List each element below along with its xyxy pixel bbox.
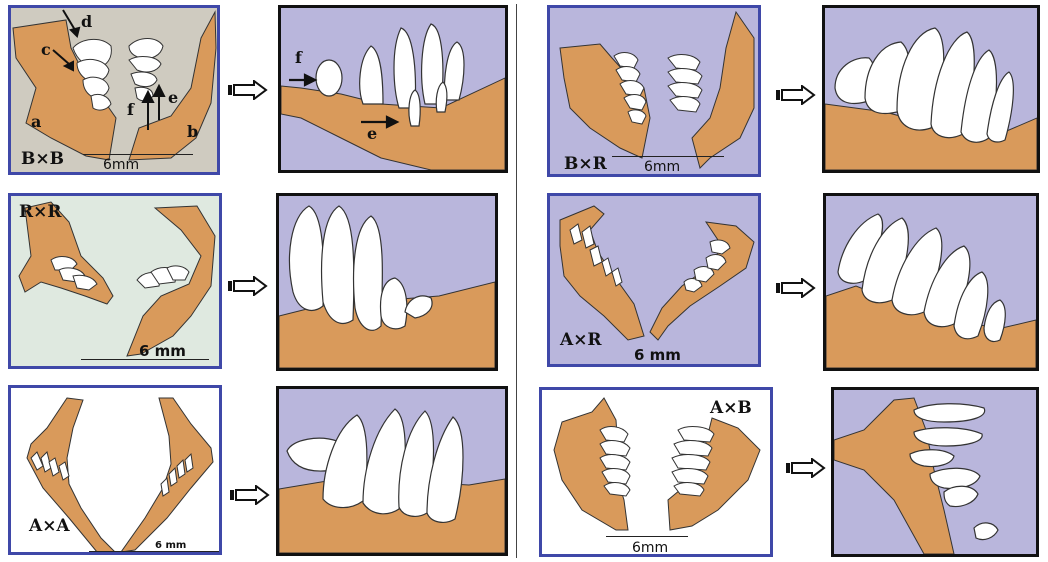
scale-bar bbox=[612, 156, 724, 157]
scale-bar bbox=[83, 154, 193, 155]
label-letter-a: a bbox=[31, 112, 41, 131]
scale-label: 6 mm bbox=[634, 346, 681, 364]
label-letter-d: d bbox=[81, 12, 92, 31]
column-divider bbox=[516, 4, 517, 558]
tooth bbox=[91, 94, 111, 110]
hollow-right-arrow-icon bbox=[228, 276, 268, 296]
scale-bar bbox=[89, 551, 222, 552]
detail-panel-rxr bbox=[276, 193, 498, 371]
scale-label: 6mm bbox=[103, 157, 139, 173]
hollow-right-arrow-icon bbox=[776, 278, 816, 298]
cross-label: B×B bbox=[21, 149, 64, 169]
label-letter-f: f bbox=[127, 100, 134, 119]
left-valve-shape bbox=[560, 206, 644, 340]
specimen-panel-bxb: d c a f e b B×B 6mm bbox=[8, 5, 220, 175]
detail-drawing bbox=[279, 196, 495, 368]
detail-panel-bxb: f e bbox=[278, 5, 508, 173]
detail-letter-e: e bbox=[367, 124, 377, 143]
specimen-panel-rxr: R×R 6 mm bbox=[8, 193, 222, 369]
right-valve-shape bbox=[121, 398, 213, 552]
cross-label: A×R bbox=[560, 330, 602, 350]
cross-label: B×R bbox=[564, 154, 607, 174]
scale-label: 6mm bbox=[632, 540, 668, 556]
scale-label: 6 mm bbox=[139, 342, 186, 360]
hollow-right-arrow-icon bbox=[228, 80, 268, 100]
cross-label: A×A bbox=[29, 516, 70, 536]
detail-panel-axb bbox=[831, 387, 1039, 557]
specimen-panel-bxr: B×R 6mm bbox=[547, 5, 761, 177]
detail-panel-axa bbox=[276, 386, 508, 556]
hollow-right-arrow-icon bbox=[230, 485, 270, 505]
detail-drawing bbox=[834, 390, 1036, 554]
tooth bbox=[129, 57, 161, 72]
specimen-panel-axa: A×A 6 mm bbox=[8, 385, 222, 555]
scale-label: 6mm bbox=[644, 159, 680, 175]
label-letter-e: e bbox=[168, 88, 178, 107]
label-letter-c: c bbox=[41, 40, 51, 59]
detail-drawing bbox=[279, 389, 505, 553]
label-letter-b: b bbox=[187, 122, 198, 141]
scale-bar bbox=[596, 364, 714, 365]
hollow-right-arrow-icon bbox=[786, 458, 826, 478]
detail-letter-f: f bbox=[295, 48, 302, 67]
specimen-panel-axb: A×B 6mm bbox=[539, 387, 773, 557]
hollow-right-arrow-icon bbox=[776, 85, 816, 105]
scale-label: 6 mm bbox=[155, 540, 186, 551]
cross-label: R×R bbox=[19, 202, 62, 222]
specimen-panel-axr: A×R 6 mm bbox=[547, 193, 761, 367]
detail-panel-bxr bbox=[822, 5, 1040, 173]
cross-label: A×B bbox=[710, 398, 752, 418]
detail-drawing bbox=[825, 8, 1037, 170]
detail-drawing bbox=[826, 196, 1036, 368]
specimen-drawing bbox=[11, 8, 217, 172]
scale-bar bbox=[606, 536, 688, 537]
tooth bbox=[129, 39, 163, 59]
tooth bbox=[131, 72, 157, 87]
specimen-drawing bbox=[550, 8, 758, 174]
detail-drawing bbox=[281, 8, 505, 170]
detail-panel-axr bbox=[823, 193, 1039, 371]
